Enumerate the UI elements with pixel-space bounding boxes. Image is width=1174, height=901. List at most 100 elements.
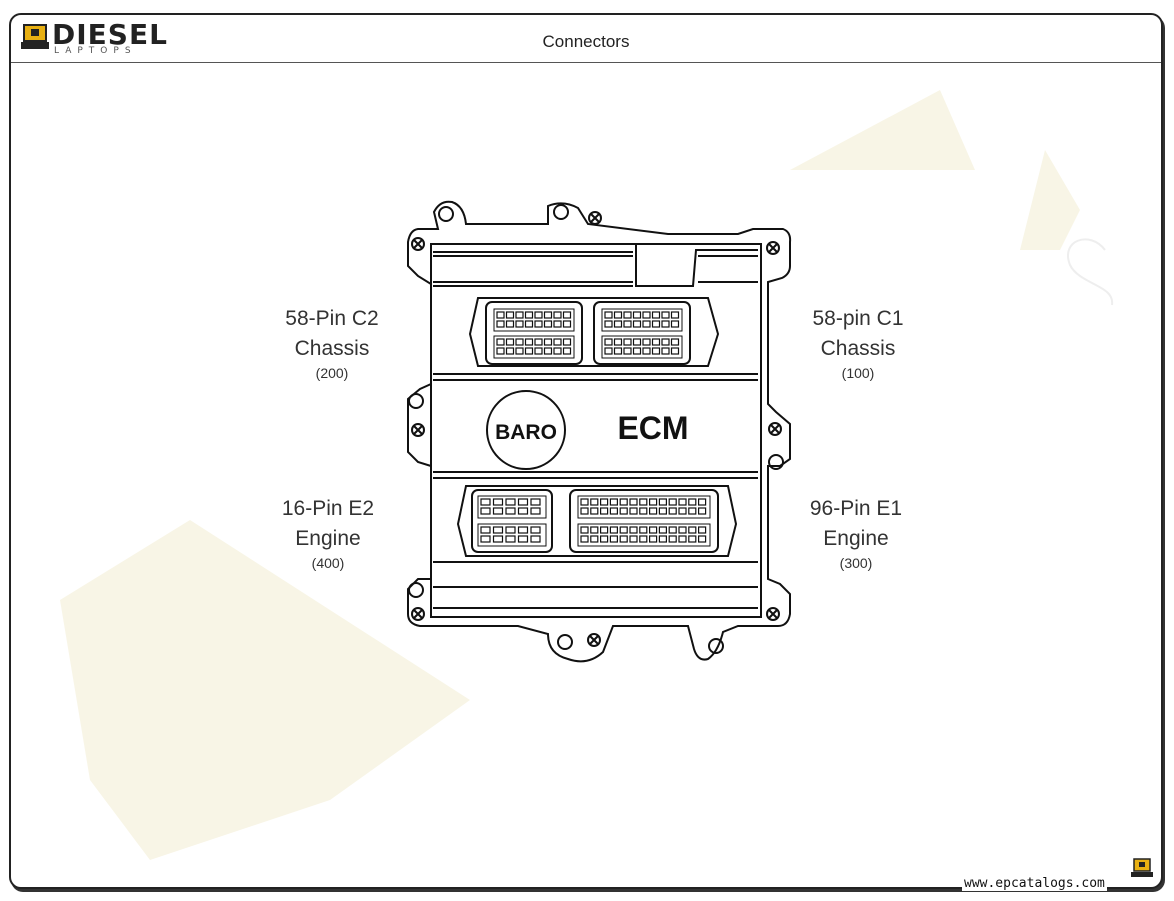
pin-cell (534, 347, 543, 355)
pin-cell (649, 535, 658, 543)
pin-cell (698, 498, 707, 506)
pin-cell (524, 311, 534, 319)
pin-cell (517, 507, 529, 515)
pin-cell (651, 320, 661, 328)
pin-cell (661, 311, 670, 319)
pin-cell (543, 320, 553, 328)
pin-cell (534, 311, 543, 319)
pin-cell (639, 507, 648, 515)
connector-code: (400) (311, 555, 345, 571)
pin-cell (651, 347, 661, 355)
pin-cell (496, 320, 505, 328)
connector-type: Engine (295, 527, 361, 550)
pin-cell (604, 311, 613, 319)
pin-cell (553, 338, 562, 346)
pin-cell (651, 311, 661, 319)
pin-cell (496, 311, 505, 319)
pin-cell (649, 526, 658, 534)
pin-cell (492, 535, 504, 543)
pin-cell (629, 498, 638, 506)
pin-cell (524, 338, 534, 346)
connector-code: (200) (315, 365, 349, 381)
pin-cell (543, 311, 553, 319)
connector-name: 16-Pin E2 (281, 497, 375, 520)
pin-cell (678, 535, 687, 543)
pin-cell (505, 311, 515, 319)
pin-cell (632, 338, 642, 346)
pin-cell (668, 526, 677, 534)
pin-cell (623, 338, 632, 346)
connector-type: Chassis (294, 337, 370, 360)
pin-cell (639, 498, 648, 506)
pin-cell (629, 507, 638, 515)
pin-cell (658, 498, 667, 506)
pin-cell (600, 498, 609, 506)
pin-cell (515, 347, 524, 355)
pin-cell (678, 526, 687, 534)
diesel-laptops-logo: DIESEL LAPTOPS (20, 18, 170, 58)
pin-cell (517, 535, 529, 543)
pin-cell (604, 320, 613, 328)
pin-cell (553, 347, 562, 355)
pin-cell (639, 535, 648, 543)
pin-cell (642, 347, 651, 355)
pin-cell (613, 338, 623, 346)
pin-cell (530, 535, 541, 543)
connector-type: Engine (823, 527, 889, 550)
pin-cell (688, 535, 697, 543)
connector-name: 58-pin C1 (812, 307, 904, 330)
pin-cell (524, 320, 534, 328)
baro-label: BARO (495, 421, 557, 444)
pin-cell (623, 311, 632, 319)
pin-cell (492, 526, 504, 534)
pin-cell (580, 507, 589, 515)
pin-cell (553, 320, 562, 328)
pin-cell (613, 320, 623, 328)
pin-cell (670, 320, 680, 328)
pin-cell (553, 311, 562, 319)
pin-cell (678, 507, 687, 515)
pin-cell (619, 526, 628, 534)
pin-cell (530, 507, 541, 515)
logo-wordmark: DIESEL (52, 18, 168, 51)
pin-cell (534, 338, 543, 346)
pin-cell (524, 347, 534, 355)
pin-cell (543, 338, 553, 346)
pin-cell (678, 498, 687, 506)
pin-cell (480, 535, 491, 543)
laptop-icon (1131, 858, 1153, 877)
header-bar: DIESEL LAPTOPS Connectors (11, 15, 1161, 63)
pin-cell (604, 338, 613, 346)
connector-name: 96-Pin E1 (809, 497, 903, 520)
pin-cell (590, 507, 599, 515)
pin-cell (649, 498, 658, 506)
pin-cell (639, 526, 648, 534)
pin-cell (480, 507, 491, 515)
pin-cell (515, 320, 524, 328)
pin-cell (658, 535, 667, 543)
pin-cell (688, 507, 697, 515)
pin-cell (670, 311, 680, 319)
pin-cell (530, 498, 541, 506)
pin-cell (505, 535, 516, 543)
pin-cell (496, 347, 505, 355)
connector-label-e2: 16-Pin E2 Engine (400) (238, 494, 418, 572)
pin-cell (562, 311, 572, 319)
pin-cell (505, 498, 516, 506)
pin-cell (651, 338, 661, 346)
laptop-logo-icon (21, 24, 49, 49)
pin-cell (590, 535, 599, 543)
pin-cell (505, 320, 515, 328)
pin-cell (668, 535, 677, 543)
pin-cell (661, 320, 670, 328)
pin-cell (698, 535, 707, 543)
pin-cell (668, 498, 677, 506)
pin-cell (609, 526, 618, 534)
pin-cell (600, 526, 609, 534)
pin-cell (600, 535, 609, 543)
pin-cell (668, 507, 677, 515)
pin-cell (492, 507, 504, 515)
pin-cell (629, 535, 638, 543)
pin-cell (543, 347, 553, 355)
